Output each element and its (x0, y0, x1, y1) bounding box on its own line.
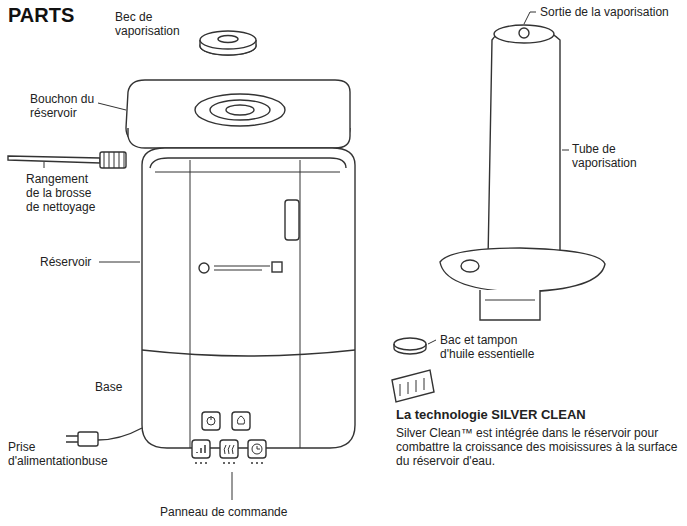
part-label: Prise d'alimentationbuse (8, 440, 120, 468)
note-text: Silver Clean™ est intégrée dans le réser… (396, 426, 681, 468)
section-heading: La technologie SILVER CLEAN (396, 408, 681, 422)
part-label: Réservoir (40, 255, 91, 269)
part-label: Bec de vaporisation (115, 10, 195, 38)
title: PARTS (8, 4, 74, 26)
part-label: Panneau de commande (160, 505, 287, 519)
part-label: Bac et tampon d'huile essentielle (440, 333, 552, 361)
part-label: Bouchon du réservoir (30, 92, 100, 120)
part-label: Tube de vaporisation (572, 142, 654, 170)
part-label: Base (95, 380, 122, 394)
part-label: Sortie de la vaporisation (540, 5, 669, 19)
part-label: Rangement de la brosse de nettoyage (26, 172, 98, 214)
